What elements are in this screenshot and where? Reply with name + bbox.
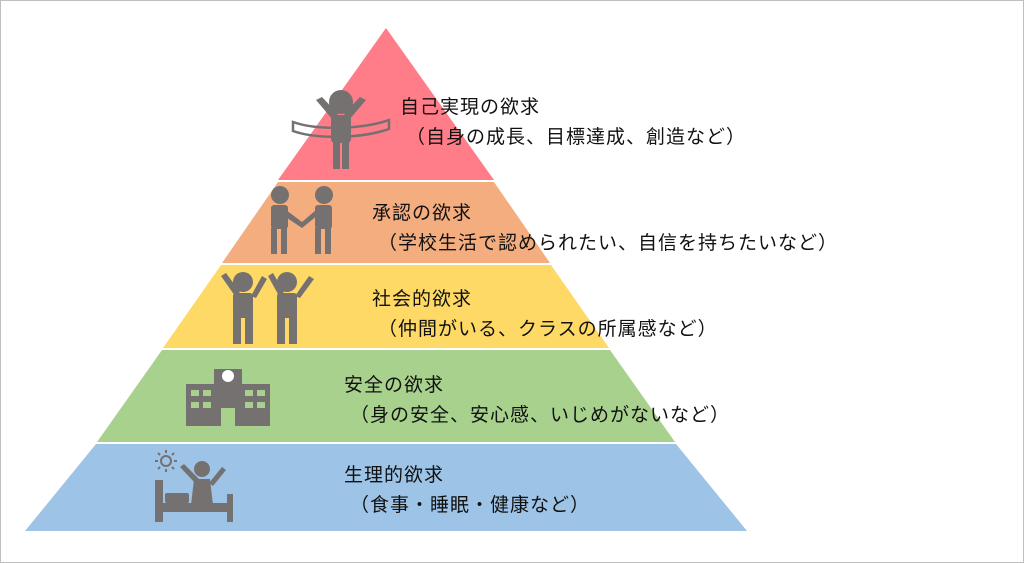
level-title: 生理的欲求 — [344, 464, 445, 486]
ribbon-finish-person-icon — [291, 90, 391, 169]
level-label-esteem: 承認の欲求 （学校生活で認められたい、自信を持ちたいなど） — [372, 198, 838, 258]
handshake-people-icon — [271, 186, 333, 254]
level-title: 自己実現の欲求 — [400, 96, 541, 118]
level-label-self-actualization: 自己実現の欲求 （自身の成長、目標達成、創造など） — [400, 92, 746, 152]
level-subtitle: （仲間がいる、クラスの所属感など） — [378, 318, 718, 340]
level-label-physiological: 生理的欲求 （食事・睡眠・健康など） — [344, 460, 590, 520]
level-label-safety: 安全の欲求 （身の安全、安心感、いじめがないなど） — [344, 370, 730, 430]
school-building-icon — [186, 369, 270, 426]
level-title: 安全の欲求 — [344, 374, 445, 396]
person-waking-bed-icon — [155, 450, 233, 522]
level-title: 承認の欲求 — [372, 202, 473, 224]
level-subtitle: （食事・睡眠・健康など） — [350, 494, 591, 516]
level-subtitle: （学校生活で認められたい、自信を持ちたいなど） — [378, 232, 839, 254]
level-subtitle: （身の安全、安心感、いじめがないなど） — [350, 404, 731, 426]
level-title: 社会的欲求 — [372, 288, 473, 310]
level-subtitle: （自身の成長、目標達成、創造など） — [406, 126, 747, 148]
pyramid-level-self-actualization — [278, 28, 494, 180]
two-people-cheering-icon — [221, 272, 314, 344]
level-label-social: 社会的欲求 （仲間がいる、クラスの所属感など） — [372, 284, 718, 344]
pyramid-level-esteem — [222, 182, 550, 263]
